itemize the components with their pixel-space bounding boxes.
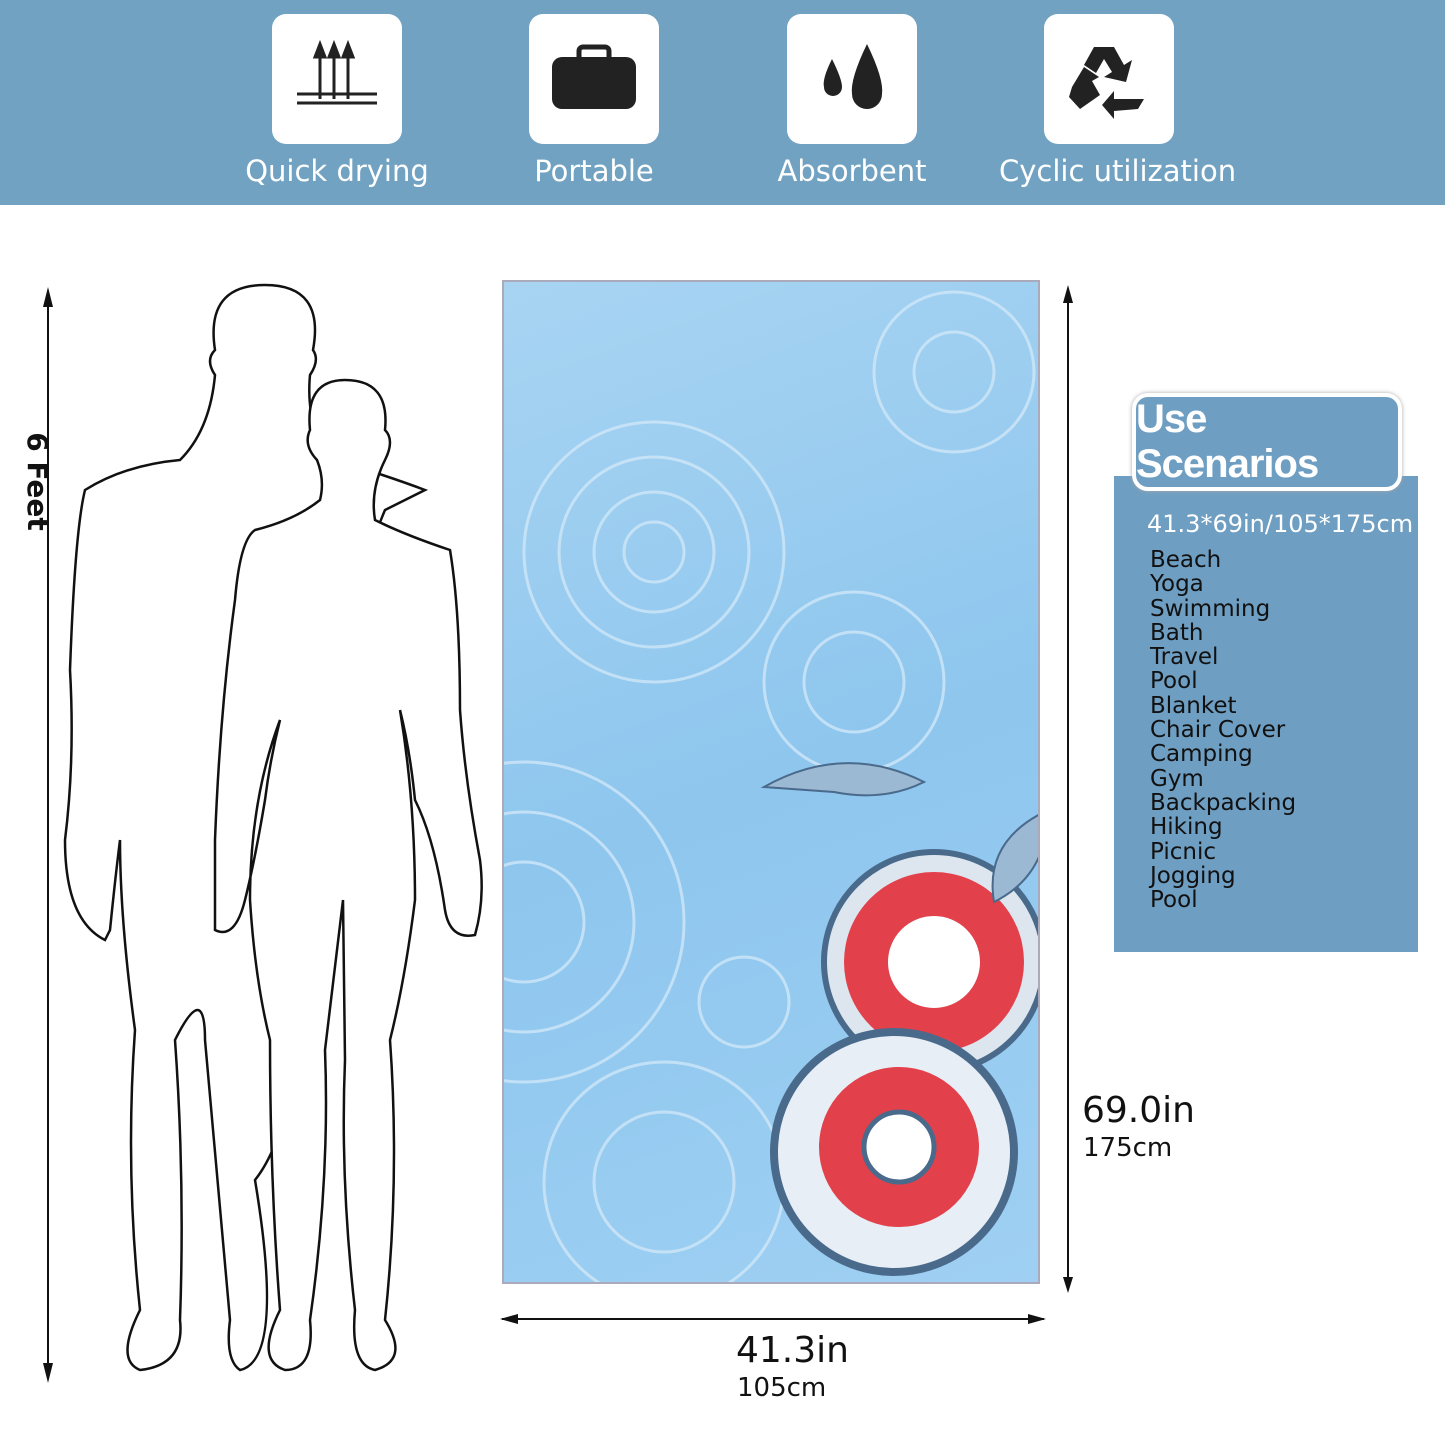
feature-banner: Quick drying Portable Absorbent Cyclic u…	[0, 0, 1445, 205]
feature-absorbent: Absorbent	[742, 14, 962, 188]
list-item: Bath	[1150, 619, 1204, 646]
height-label: 6 Feet	[20, 432, 54, 531]
use-scenarios-panel: 41.3*69in/105*175cm Beach Yoga Swimming …	[1114, 476, 1418, 952]
list-item: Hiking	[1150, 814, 1223, 841]
list-item: Picnic	[1150, 838, 1217, 865]
list-item: Yoga	[1150, 571, 1204, 598]
list-item: Pool	[1150, 668, 1198, 695]
list-item: Swimming	[1150, 595, 1271, 622]
list-item: Pool	[1150, 887, 1198, 914]
list-item: Backpacking	[1150, 789, 1297, 816]
height-arrow	[43, 287, 53, 1383]
human-silhouettes-illustration	[63, 283, 483, 1372]
feature-portable: Portable	[484, 14, 704, 188]
woman-silhouette	[213, 378, 483, 1372]
towel-width-in: 41.3in	[736, 1330, 849, 1371]
feature-label: Portable	[534, 154, 654, 188]
list-item: Blanket	[1150, 692, 1237, 719]
flower-decoration	[760, 762, 1038, 1276]
list-item: Chair Cover	[1150, 717, 1286, 744]
towel-height-arrow	[1063, 285, 1073, 1293]
water-drops-icon	[787, 14, 917, 144]
scenario-list: Beach Yoga Swimming Bath Travel Pool Bla…	[1150, 547, 1297, 914]
feature-quick-drying: Quick drying	[227, 14, 447, 188]
feature-label: Cyclic utilization	[999, 154, 1237, 188]
list-item: Travel	[1150, 644, 1219, 671]
towel-width-cm: 105cm	[737, 1373, 827, 1403]
list-item: Beach	[1150, 547, 1222, 573]
recycle-icon	[1044, 14, 1174, 144]
feature-cyclic-utilization: Cyclic utilization	[999, 14, 1237, 188]
towel-width-arrow	[500, 1314, 1046, 1324]
list-item: Jogging	[1150, 862, 1236, 889]
list-item: Camping	[1150, 741, 1253, 768]
feature-label: Absorbent	[777, 154, 927, 188]
feature-label: Quick drying	[245, 154, 429, 188]
towel-height-in: 69.0in	[1082, 1090, 1195, 1131]
towel-size-spec: 41.3*69in/105*175cm	[1147, 510, 1414, 538]
quick-drying-icon	[272, 14, 402, 144]
towel-height-cm: 175cm	[1083, 1133, 1173, 1163]
towel-image	[502, 280, 1040, 1284]
use-scenarios-title: Use Scenarios	[1132, 393, 1402, 491]
list-item: Gym	[1150, 765, 1204, 792]
bag-icon	[529, 14, 659, 144]
towel-pattern	[504, 290, 1038, 1282]
